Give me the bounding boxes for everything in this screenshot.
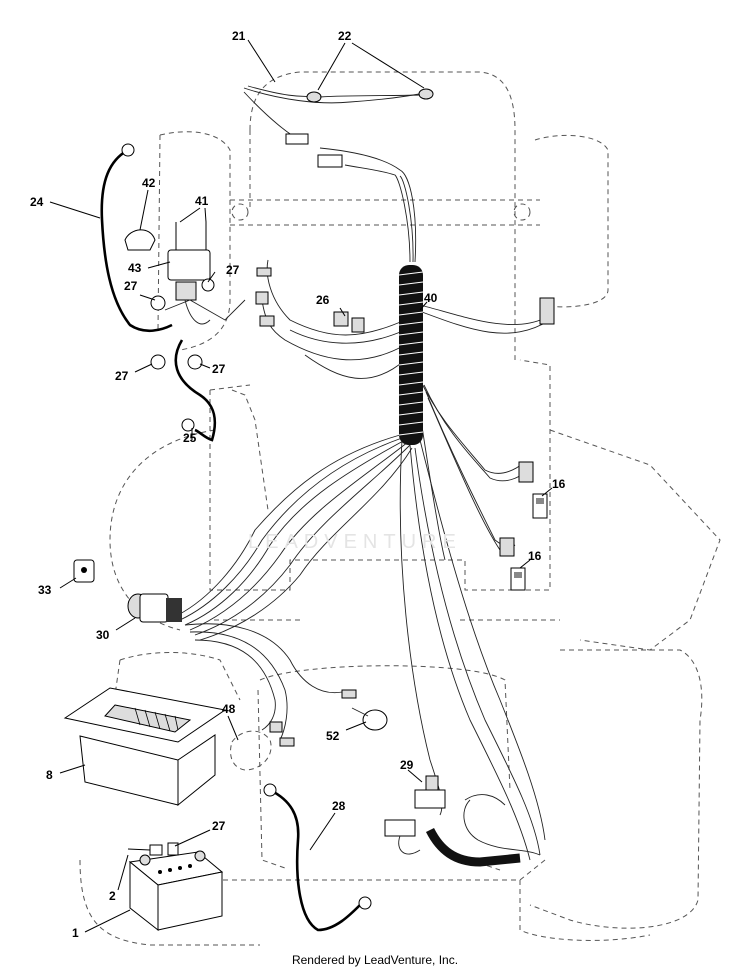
label-26: 26	[316, 293, 330, 307]
label-40: 40	[424, 291, 438, 305]
wire-harness	[177, 85, 551, 861]
ground-cable-25	[174, 339, 217, 442]
relay-16b	[510, 567, 526, 591]
label-25: 25	[183, 431, 197, 445]
solenoid-assembly	[124, 222, 246, 370]
label-27a: 27	[226, 263, 240, 277]
light-52	[351, 707, 388, 731]
watermark: LEADVENTURE	[248, 531, 462, 553]
relay-16a	[532, 493, 548, 519]
label-16b: 16	[528, 549, 542, 563]
label-8: 8	[46, 768, 53, 782]
spiral-wrap-29	[425, 794, 541, 867]
label-42: 42	[142, 176, 156, 190]
label-30: 30	[96, 628, 110, 642]
label-52: 52	[326, 729, 340, 743]
label-24: 24	[30, 195, 44, 209]
label-16a: 16	[552, 477, 566, 491]
label-21: 21	[232, 29, 246, 43]
label-28: 28	[332, 799, 346, 813]
credit-text: Rendered by LeadVenture, Inc.	[291, 953, 459, 967]
connectors	[255, 133, 555, 747]
label-27b: 27	[124, 279, 138, 293]
light-socket-48	[230, 730, 272, 771]
key-33	[73, 559, 95, 583]
label-27c: 27	[115, 369, 129, 383]
label-33: 33	[38, 583, 52, 597]
safety-switch-29	[384, 775, 446, 855]
battery-tray-8	[63, 687, 227, 807]
label-2: 2	[109, 889, 116, 903]
label-41: 41	[195, 194, 209, 208]
spiral-wrap-40	[398, 265, 424, 445]
bolt-2-hardware	[127, 842, 179, 856]
battery-cable-24	[100, 143, 173, 333]
label-29: 29	[400, 758, 414, 772]
label-43: 43	[128, 261, 142, 275]
headlight-bulbs-22	[306, 88, 434, 103]
label-22: 22	[338, 29, 352, 43]
chassis-outline	[79, 71, 721, 946]
label-27d: 27	[212, 362, 226, 376]
callouts: 21 22 24 42 41 43 27 27 27 27 25 26 40 1…	[30, 29, 566, 940]
ignition-switch-30	[127, 593, 182, 623]
battery-1	[128, 850, 224, 932]
label-48: 48	[222, 702, 236, 716]
battery-cable-28	[263, 783, 372, 932]
label-27e: 27	[212, 819, 226, 833]
label-1: 1	[72, 926, 79, 940]
